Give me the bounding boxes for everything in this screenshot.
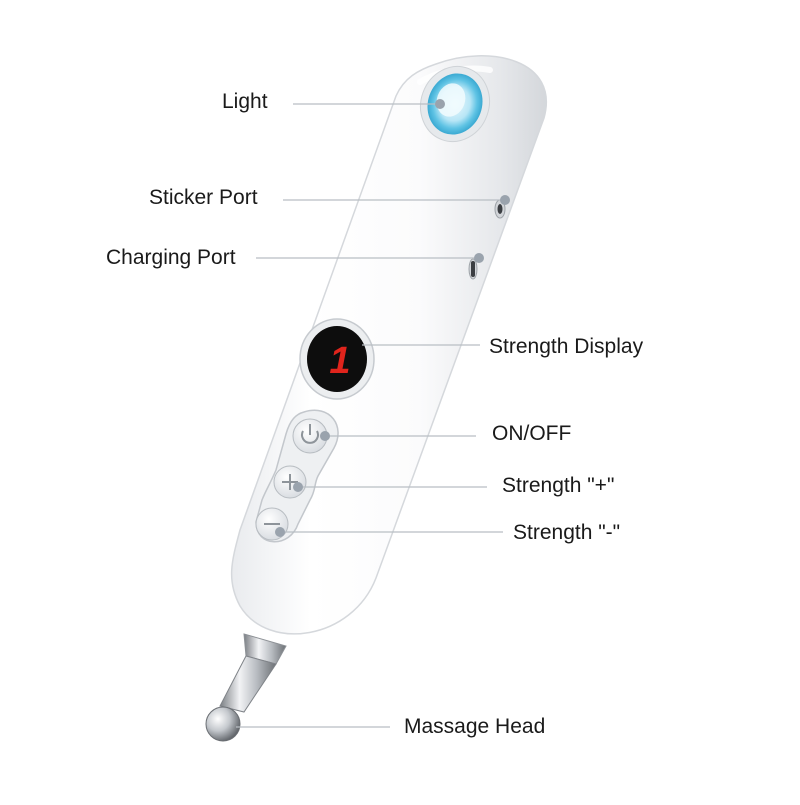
leader-dot-sticker-port: [500, 195, 510, 205]
leader-dot-on-off: [320, 431, 330, 441]
strength-display-screen: 1: [299, 318, 375, 400]
leader-dot-strength-plus: [293, 482, 303, 492]
label-charging-port: Charging Port: [106, 246, 236, 269]
leader-lines: [236, 99, 510, 728]
display-digit: 1: [329, 340, 350, 382]
label-strength-minus: Strength "-": [513, 521, 621, 544]
label-strength-plus: Strength "+": [502, 474, 615, 497]
label-strength-display: Strength Display: [489, 335, 644, 358]
label-massage-head: Massage Head: [404, 715, 546, 738]
leader-dot-light: [435, 99, 445, 109]
power-button[interactable]: [292, 418, 328, 454]
light-window: [420, 65, 490, 143]
label-sticker-port: Sticker Port: [149, 186, 258, 209]
leader-dot-strength-minus: [275, 527, 285, 537]
strength-plus-button[interactable]: [273, 465, 307, 499]
sticker-port: [494, 199, 506, 219]
leader-dot-charging-port: [474, 253, 484, 263]
label-light: Light: [222, 90, 268, 113]
massage-head-shape: [205, 633, 287, 742]
charging-port: [468, 258, 478, 280]
label-on-off: ON/OFF: [492, 422, 572, 445]
